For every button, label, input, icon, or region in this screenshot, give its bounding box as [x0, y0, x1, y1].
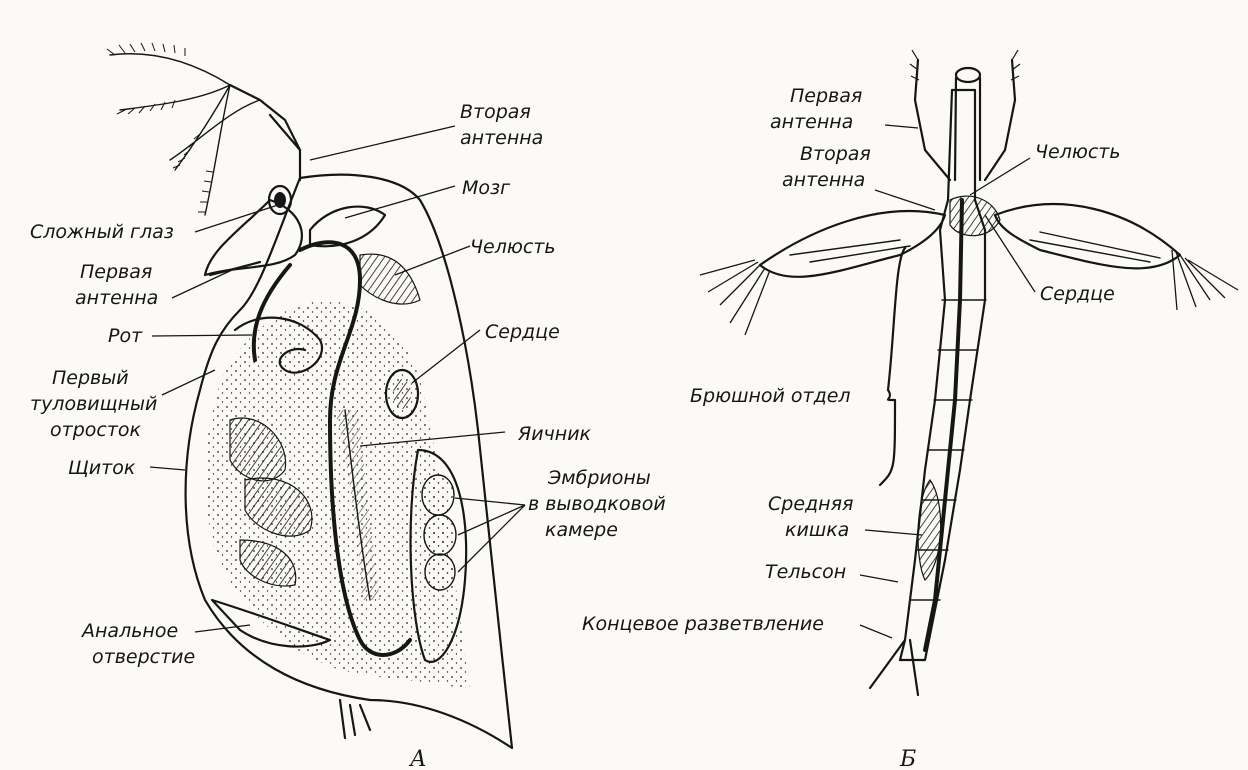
label-a-ovary: Яичник [517, 423, 592, 445]
label-b-second-antenna-2: антенна [782, 169, 865, 191]
daphnia-drawing [107, 43, 512, 748]
label-a-brain: Мозг [462, 177, 511, 199]
label-a-first-antenna-2: антенна [75, 287, 158, 309]
panel-letter-a: А [408, 747, 427, 770]
label-a-heart: Сердце [485, 321, 560, 343]
panel-letter-b: Б [899, 747, 916, 770]
label-a-first-trunk-3: отросток [50, 419, 142, 441]
label-b-jaw: Челюсть [1035, 141, 1121, 163]
label-a-embryos-3: камере [545, 519, 618, 541]
label-a-second-antenna-1: Вторая [460, 101, 531, 123]
label-b-caudal-furca: Концевое разветвление [582, 613, 824, 635]
label-a-anal-2: отверстие [92, 646, 195, 668]
label-a-jaw: Челюсть [470, 236, 556, 258]
label-a-embryos-1: Эмбрионы [547, 467, 651, 489]
label-b-abdomen: Брюшной отдел [690, 385, 851, 407]
label-a-anal-1: Анальное [80, 620, 178, 642]
label-b-first-antenna-2: антенна [770, 111, 853, 133]
label-b-midgut-1: Средняя [768, 493, 853, 515]
nauplius-drawing [700, 50, 1238, 695]
label-a-first-antenna-1: Первая [80, 261, 152, 283]
label-b-first-antenna-1: Первая [790, 85, 862, 107]
label-b-midgut-2: кишка [785, 519, 849, 541]
label-a-first-trunk-1: Первый [52, 367, 129, 389]
label-a-shield: Щиток [68, 457, 136, 479]
label-a-embryos-2: в выводковой [528, 493, 666, 515]
label-a-first-trunk-2: туловищный [30, 393, 157, 415]
label-a-compound-eye: Сложный глаз [30, 221, 174, 243]
label-a-mouth: Рот [108, 325, 143, 347]
label-b-heart: Сердце [1040, 283, 1115, 305]
label-a-second-antenna-2: антенна [460, 127, 543, 149]
label-b-second-antenna-1: Вторая [800, 143, 871, 165]
label-b-telson: Тельсон [765, 561, 846, 583]
